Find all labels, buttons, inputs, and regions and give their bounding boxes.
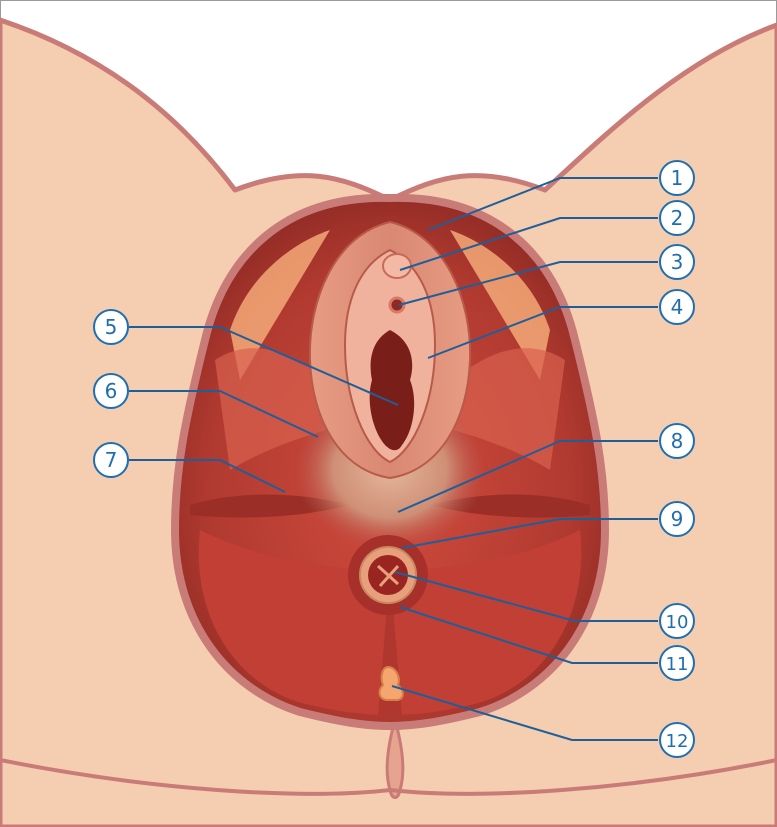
callout-6: 6 xyxy=(94,374,128,408)
callout-1: 1 xyxy=(660,161,694,195)
callout-11: 11 xyxy=(660,646,694,680)
callout-number: 5 xyxy=(105,315,118,339)
callout-3: 3 xyxy=(660,245,694,279)
callout-8: 8 xyxy=(660,424,694,458)
callout-number: 6 xyxy=(105,379,118,403)
callout-number: 12 xyxy=(666,731,689,752)
callout-5: 5 xyxy=(94,310,128,344)
callout-number: 9 xyxy=(671,507,684,531)
callout-number: 3 xyxy=(671,250,684,274)
callout-number: 10 xyxy=(666,612,689,633)
callout-10: 10 xyxy=(660,604,694,638)
callout-4: 4 xyxy=(660,290,694,324)
callout-12: 12 xyxy=(660,723,694,757)
callout-2: 2 xyxy=(660,201,694,235)
callout-9: 9 xyxy=(660,502,694,536)
callout-number: 4 xyxy=(671,295,684,319)
callout-number: 1 xyxy=(671,166,684,190)
callout-number: 2 xyxy=(671,206,684,230)
callout-number: 7 xyxy=(105,448,118,472)
callout-7: 7 xyxy=(94,443,128,477)
clitoris xyxy=(383,254,411,278)
callout-number: 8 xyxy=(671,429,684,453)
callout-number: 11 xyxy=(666,654,689,675)
